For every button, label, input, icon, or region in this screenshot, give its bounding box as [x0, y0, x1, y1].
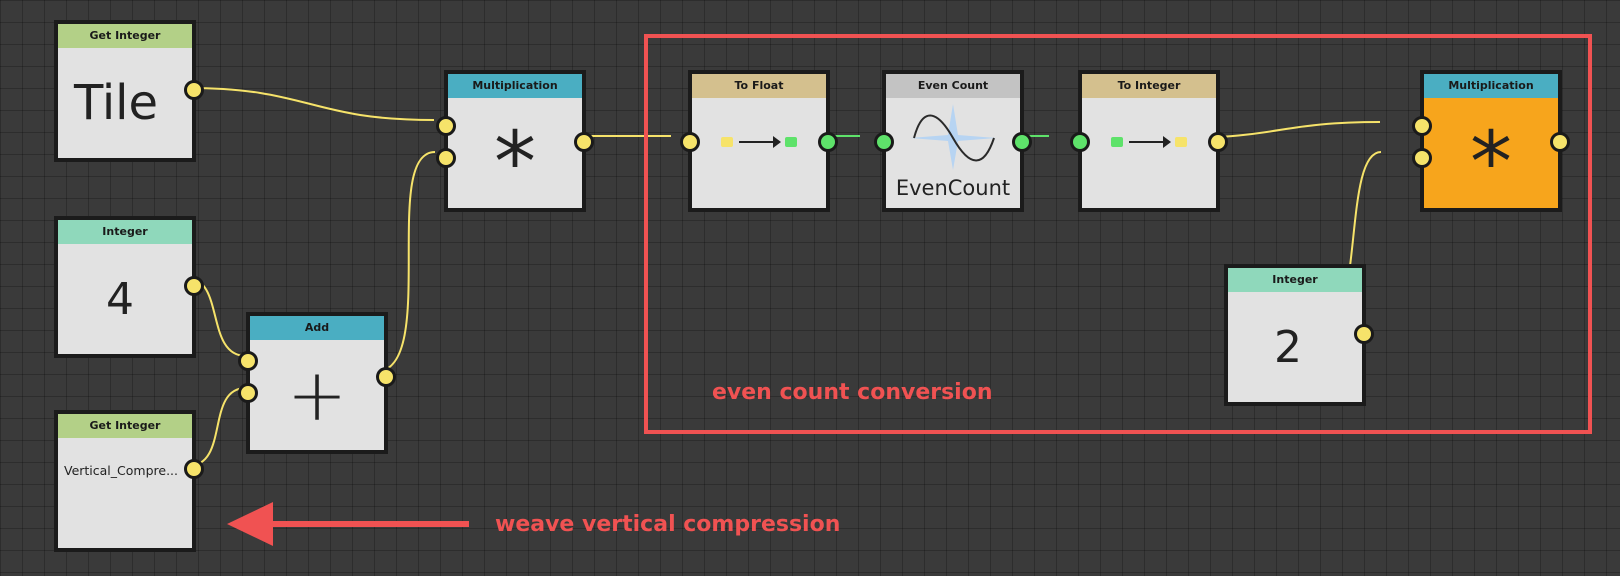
node-value: Vertical_Compre...	[63, 462, 178, 478]
even-count-node[interactable]: Even Count EvenCount	[874, 70, 1032, 212]
integer-conversion-icon	[1109, 134, 1189, 150]
to-integer-node[interactable]: To Integer	[1070, 70, 1228, 212]
float-conversion-icon	[719, 134, 799, 150]
output-port[interactable]	[184, 459, 204, 479]
input-port[interactable]	[680, 132, 700, 152]
asterisk-icon: *	[1470, 113, 1512, 211]
multiplication-node-1[interactable]: Multiplication *	[436, 70, 594, 212]
plus-icon: +	[286, 353, 348, 437]
output-port[interactable]	[1012, 132, 1032, 152]
to-float-node[interactable]: To Float	[680, 70, 838, 212]
frame-annotation-label: even count conversion	[712, 380, 993, 405]
output-port[interactable]	[1354, 324, 1374, 344]
node-value: 4	[106, 273, 134, 325]
input-port-a[interactable]	[436, 116, 456, 136]
input-port-a[interactable]	[238, 351, 258, 371]
input-port[interactable]	[1070, 132, 1090, 152]
input-port[interactable]	[874, 132, 894, 152]
integer-4-node[interactable]: Integer 4	[54, 216, 204, 358]
get-integer-vertical-node[interactable]: Get Integer Vertical_Compre...	[54, 410, 204, 552]
output-port[interactable]	[1208, 132, 1228, 152]
input-port-a[interactable]	[1412, 116, 1432, 136]
output-port[interactable]	[574, 132, 594, 152]
output-port[interactable]	[1550, 132, 1570, 152]
node-title: Integer	[58, 220, 192, 244]
output-port[interactable]	[184, 80, 204, 100]
node-title: Multiplication	[448, 74, 582, 98]
node-title: Even Count	[886, 74, 1020, 98]
node-title: Get Integer	[58, 24, 192, 48]
node-title: To Integer	[1082, 74, 1216, 98]
node-value: 2	[1274, 321, 1302, 373]
node-title: Integer	[1228, 268, 1362, 292]
output-port[interactable]	[376, 367, 396, 387]
output-port[interactable]	[184, 276, 204, 296]
wire-vertical-to-add	[187, 387, 247, 467]
input-port-b[interactable]	[436, 148, 456, 168]
node-title: Multiplication	[1424, 74, 1558, 98]
asterisk-icon: *	[494, 113, 536, 211]
node-title: Add	[250, 316, 384, 340]
integer-2-node[interactable]: Integer 2	[1224, 264, 1374, 406]
get-integer-tile-node[interactable]: Get Integer Tile	[54, 20, 204, 162]
node-value: Tile	[73, 75, 159, 131]
wire-tile-to-multiplication	[187, 87, 435, 121]
add-node[interactable]: Add +	[238, 312, 396, 454]
input-port-b[interactable]	[238, 383, 258, 403]
annotation-arrow-icon	[227, 502, 469, 546]
node-title: Get Integer	[58, 414, 192, 438]
sine-wave-star-icon	[910, 104, 996, 170]
even-count-conversion-frame	[644, 34, 1592, 434]
arrow-annotation-label: weave vertical compression	[495, 512, 841, 537]
input-port-b[interactable]	[1412, 148, 1432, 168]
node-label: EvenCount	[895, 176, 1011, 200]
output-port[interactable]	[818, 132, 838, 152]
multiplication-node-2[interactable]: Multiplication *	[1412, 70, 1570, 212]
node-title: To Float	[692, 74, 826, 98]
